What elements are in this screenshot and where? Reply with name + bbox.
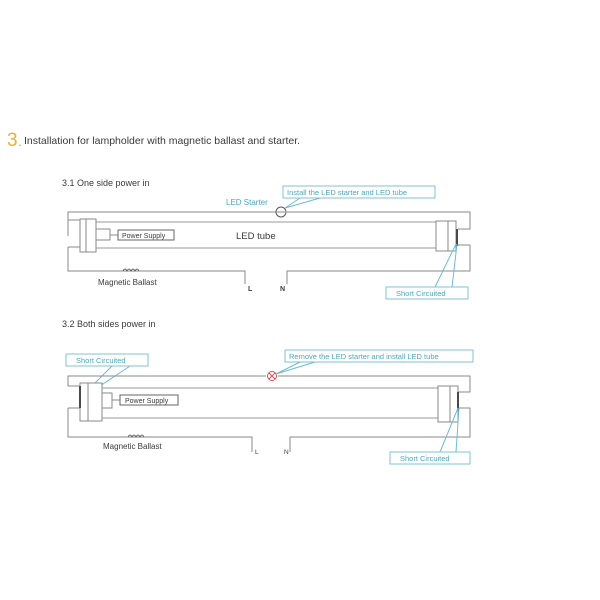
power-supply-lead [96, 228, 118, 241]
section-1-title: 3.1 One side power in [62, 178, 150, 188]
right-short-callout-leader [439, 407, 460, 453]
right-short-callout-box [389, 451, 471, 465]
top-wire-left [67, 211, 276, 236]
ballast-label: Magnetic Ballast [98, 278, 157, 287]
top-wire-right-2 [278, 375, 471, 393]
remove-callout-leader [275, 361, 316, 375]
power-supply-box [117, 229, 175, 241]
install-callout-leader [284, 197, 321, 209]
remove-callout-text: Remove the LED starter and install LED t… [289, 352, 439, 361]
power-supply-box-2 [119, 394, 179, 406]
neutral-terminal-label-2: N [284, 449, 289, 456]
top-wire-left-2 [67, 375, 266, 386]
heading-title: Installation for lampholder with magneti… [24, 135, 300, 147]
removed-starter-cross [268, 372, 276, 380]
install-callout-text: Install the LED starter and LED tube [287, 188, 407, 197]
led-tube-label: LED tube [236, 231, 276, 242]
short-callout-text: Short Circuited [396, 289, 446, 298]
power-supply-label-2: Power Supply [125, 398, 169, 405]
section-one-side-power: 3.1 One side power in Power Supply LED t… [62, 178, 471, 300]
neutral-terminal-label: N [280, 286, 285, 293]
short-callout-box [385, 286, 469, 300]
left-short-callout-text: Short Circuited [76, 356, 126, 365]
left-end-cap-2-inner [87, 382, 103, 422]
magnetic-ballast-coil-icon [122, 268, 140, 272]
ballast-label-2: Magnetic Ballast [103, 442, 162, 451]
section-both-sides-power: 3.2 Both sides power in Short Circuited [62, 319, 474, 465]
heading-separator: . [18, 133, 22, 149]
starter-label: LED Starter [226, 198, 268, 207]
section-2-title: 3.2 Both sides power in [62, 319, 156, 329]
heading: 3 . Installation for lampholder with mag… [7, 130, 300, 151]
bottom-wire-right [286, 244, 471, 284]
right-short-callout-text: Short Circuited [400, 454, 450, 463]
power-supply-lead-2 [102, 392, 120, 409]
bottom-wire-right-2 [289, 407, 471, 452]
top-wire-right [287, 211, 471, 230]
remove-callout-box [284, 349, 474, 363]
install-callout-box [282, 185, 436, 199]
heading-number: 3 [7, 130, 18, 151]
left-end-cap-inner [85, 218, 97, 253]
magnetic-ballast-coil-icon-2 [127, 434, 145, 438]
short-callout-leader [434, 243, 458, 288]
power-supply-label: Power Supply [122, 233, 166, 240]
left-short-callout-box [65, 353, 149, 367]
live-terminal-label: L [248, 286, 253, 293]
bottom-wire-left-2 [67, 385, 253, 452]
live-terminal-label-2: L [255, 449, 259, 456]
